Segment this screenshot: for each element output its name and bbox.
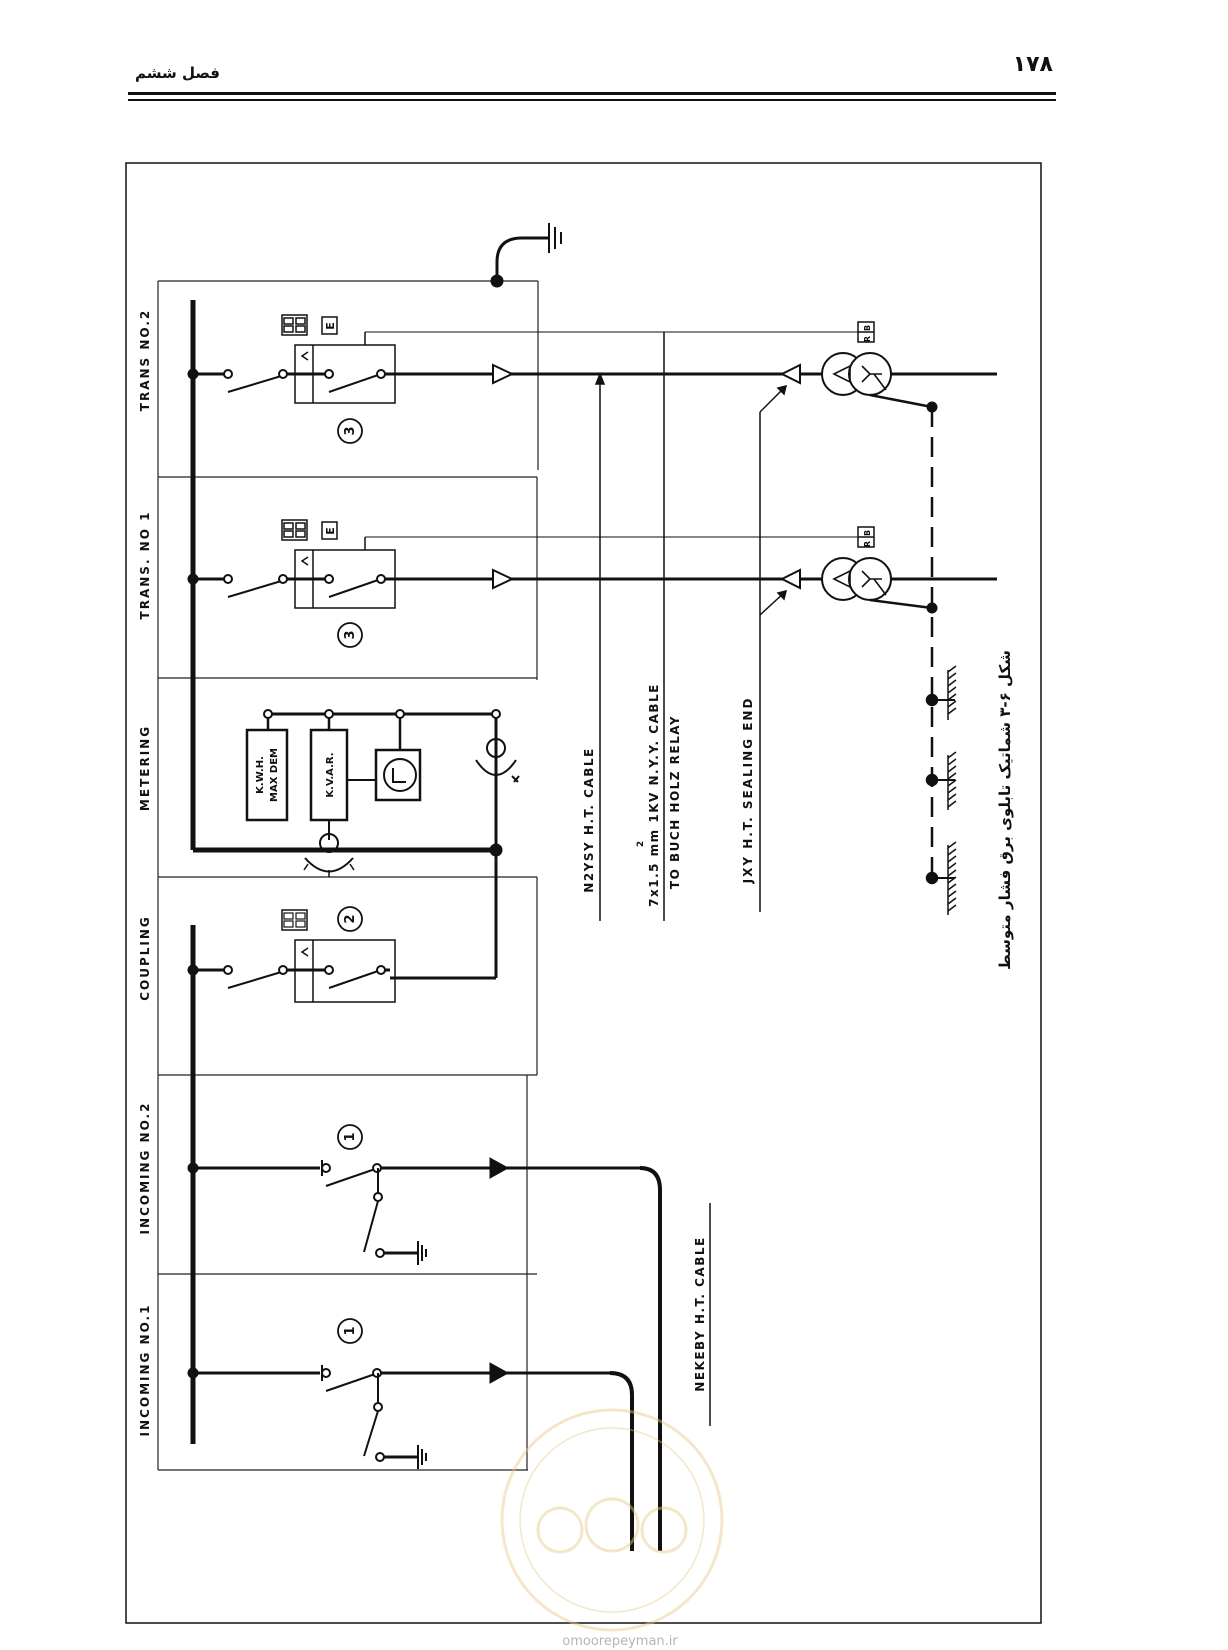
relay-e-label: E: [324, 527, 337, 535]
marker-1: 1: [343, 1132, 358, 1141]
marker-2: 2: [343, 914, 358, 923]
trans2-feeder: [187, 344, 997, 413]
marker-3: 3: [343, 426, 358, 435]
cable-labels: N2YSY H.T. CABLE 7x1.5 mm 1KV N.Y.Y. CAB…: [582, 683, 755, 1392]
coupling-feeder: [187, 909, 396, 1003]
label-nekeby-cable: NEKEBY H.T. CABLE: [693, 1236, 707, 1391]
relay-labels: E E B R B R: [324, 322, 872, 547]
marker-3: 3: [343, 630, 358, 639]
busbar: [190, 300, 500, 1444]
relay-b-label: B: [863, 530, 872, 536]
incoming1-feeder: [187, 1362, 634, 1551]
watermark-seal: [500, 1408, 724, 1632]
marker-1: 1: [343, 1326, 358, 1335]
panel-label-trans-1: TRANS. NO 1: [138, 511, 152, 620]
watermark-text: omoorepeyman.ir: [562, 1634, 678, 1649]
figure-frame: [125, 162, 1042, 1624]
meter-kvar-label: K.V.A.R.: [325, 752, 336, 797]
label-nyy-cable: 7x1.5 mm 1KV N.Y.Y. CABLE: [647, 683, 661, 907]
chapter-title: فصل ششم: [135, 64, 220, 82]
panel-label-metering: METERING: [138, 725, 152, 811]
meter-kwh-label: K.W.H.: [255, 756, 266, 794]
relay-r-label: R: [863, 541, 872, 547]
metering-circuit: [245, 709, 520, 877]
relay-e-label: E: [324, 322, 337, 330]
panel-boundaries: [157, 280, 539, 1471]
page-number: ۱۷۸: [1012, 52, 1053, 77]
header-rule-thin: [128, 99, 1056, 101]
meter-labels: K.W.H. MAX DEM K.V.A.R.: [255, 748, 336, 802]
panel-label-incoming-1: INCOMING NO.1: [138, 1304, 152, 1437]
earth-bus: [925, 407, 955, 885]
label-buchholz-relay: TO BUCH HOLZ RELAY: [668, 715, 682, 889]
figure-caption: شکل ۶-۳ شماتیک تابلوی برق فشار متوسط: [996, 650, 1014, 970]
header-rule-thick: [128, 92, 1056, 95]
label-ht-cable: N2YSY H.T. CABLE: [582, 747, 596, 892]
label-nyy-superscript: 2: [636, 841, 646, 847]
relay-b-label: B: [863, 325, 872, 331]
cable-leaders: [594, 332, 788, 1426]
coupling-tie: [390, 714, 503, 980]
label-sealing-end: JXY H.T. SEALING END: [741, 697, 755, 885]
trans1-feeder: [187, 549, 997, 614]
earth-hatches: [947, 665, 957, 915]
panel-label-incoming-2: INCOMING NO.2: [138, 1102, 152, 1235]
earth-ground: [490, 223, 562, 288]
relay-r-label: R: [863, 336, 872, 342]
trans2-relays: [281, 314, 875, 345]
meter-maxdem-label: MAX DEM: [269, 748, 280, 802]
incoming2-feeder: [187, 1157, 662, 1551]
circle-markers: [337, 418, 363, 1344]
panel-labels: TRANS NO.2 TRANS. NO 1 METERING COUPLING…: [138, 309, 152, 1437]
circle-marker-labels: 3 3 2 1 1: [343, 426, 358, 1335]
trans1-relays: [281, 519, 875, 550]
panel-label-coupling: COUPLING: [138, 915, 152, 1001]
panel-label-trans-2: TRANS NO.2: [138, 309, 152, 411]
